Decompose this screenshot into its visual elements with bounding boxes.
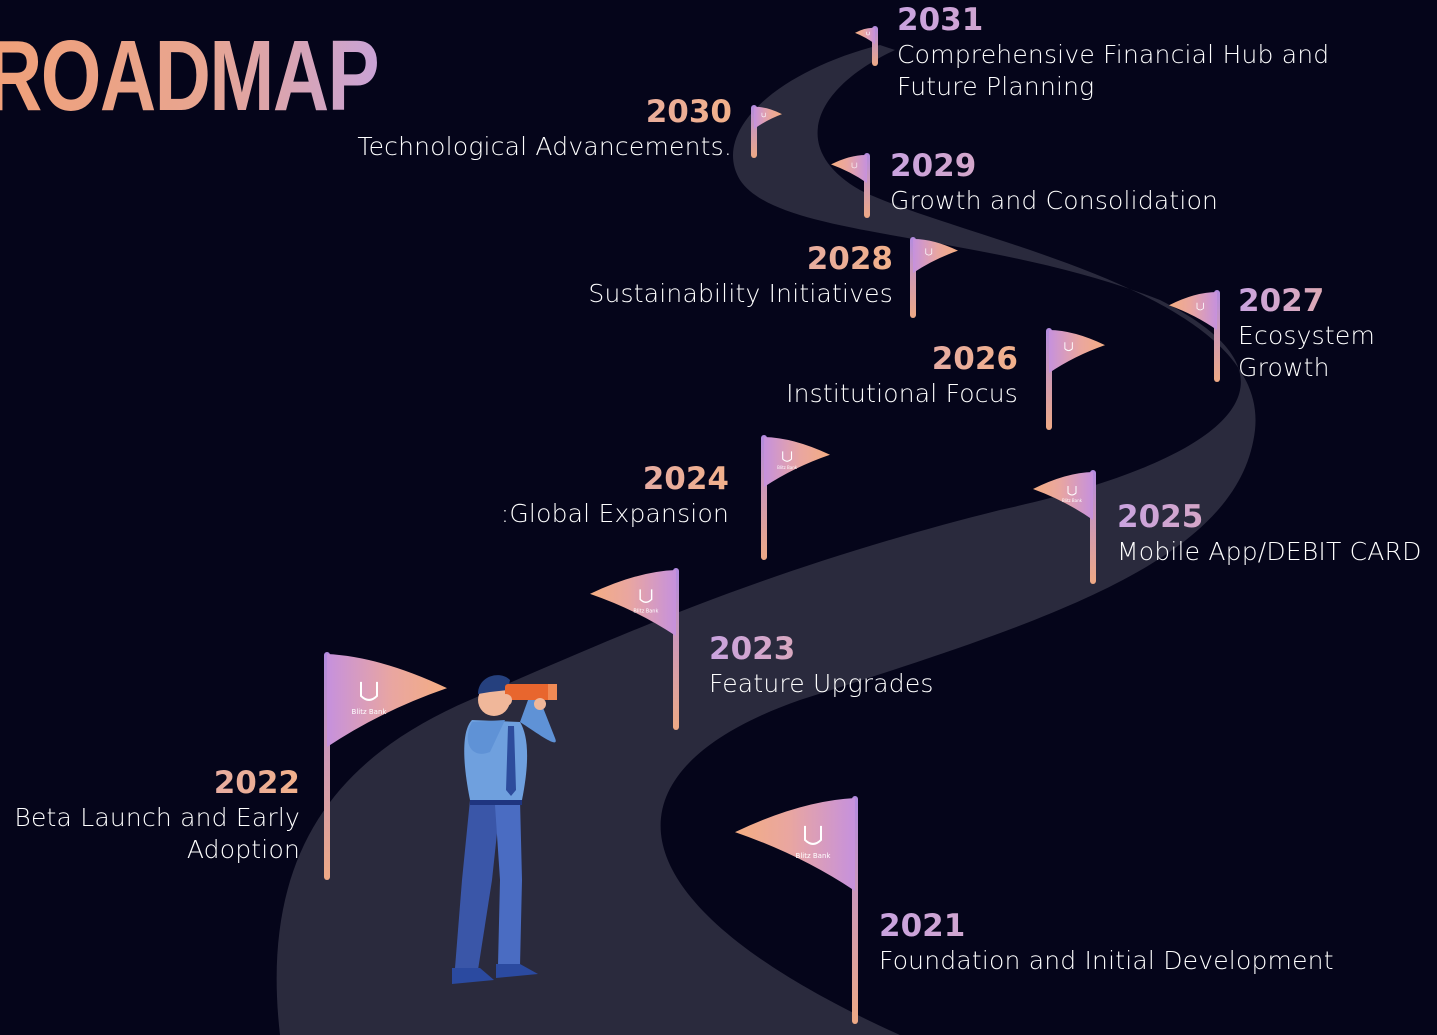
milestone-description: Comprehensive Financial Hub and Future P… [897,40,1330,101]
flag-2023-icon: Blitz Bank [590,568,679,730]
flag-logo-text: Blitz Bank [1062,498,1083,503]
blitz-bank-logo-icon [925,248,933,256]
milestone-2029: 2029 Growth and Consolidation [890,147,1218,217]
flag-banner [855,27,875,44]
blitz-bank-logo-icon [851,162,858,169]
flag-banner [913,238,958,273]
flag-2027-icon [1169,290,1220,382]
milestone-2025: 2025 Mobile App/DEBIT CARD [1117,498,1422,568]
milestone-year: 2023 [709,630,934,668]
flag-2022-icon: Blitz Bank [324,652,447,880]
flag-banner [1033,472,1093,520]
milestone-description: Institutional Focus [786,379,1018,408]
milestone-description: :Global Expansion [500,499,729,528]
milestone-year: 2030 [312,93,732,131]
milestone-year: 2031 [897,1,1397,39]
milestone-year: 2026 [718,340,1018,378]
milestone-2024: 2024 :Global Expansion [429,460,729,530]
milestone-year: 2027 [1238,282,1408,320]
flag-2021-icon: Blitz Bank [735,796,858,1024]
milestone-2031: 2031 Comprehensive Financial Hub and Fut… [897,1,1397,103]
flag-logo-text: Blitz Bank [796,852,832,860]
blitz-bank-logo-icon [804,825,822,845]
flag-banner [590,570,676,636]
blitz-bank-logo-icon [782,451,793,462]
milestone-2026: 2026 Institutional Focus [718,340,1018,410]
flag-banner [1049,330,1105,373]
blitz-bank-logo-icon [1067,486,1077,496]
flag-banner [831,154,867,183]
milestone-year: 2024 [429,460,729,498]
flag-2031-icon [855,26,878,66]
flag-banner [1169,292,1217,330]
milestone-description: Technological Advancements. [357,132,732,161]
milestone-year: 2022 [0,764,300,802]
blitz-bank-logo-icon [1064,342,1073,352]
flag-2030-icon [751,105,782,158]
blitz-bank-logo-icon [1196,302,1204,311]
blitz-bank-logo-icon [761,112,766,118]
milestone-year: 2021 [879,907,1334,945]
flag-banner [764,437,830,487]
milestone-year: 2025 [1117,498,1422,536]
flag-logo-text: Blitz Bank [777,465,798,470]
milestone-2027: 2027 Ecosystem Growth [1238,282,1408,384]
blitz-bank-logo-icon [360,681,378,701]
flag-banner [754,106,782,129]
milestone-2028: 2028 Sustainability Initiatives [553,240,893,310]
milestone-description: Sustainability Initiatives [588,279,893,308]
milestone-2022: 2022 Beta Launch and Early Adoption [0,764,300,866]
milestone-description: Foundation and Initial Development [879,946,1334,975]
milestone-description: Mobile App/DEBIT CARD [1117,537,1422,566]
flag-logo-text: Blitz Bank [352,708,388,716]
milestone-description: Feature Upgrades [709,669,934,698]
milestone-2023: 2023 Feature Upgrades [709,630,934,700]
milestone-year: 2028 [553,240,893,278]
flag-2025-icon: Blitz Bank [1033,470,1096,584]
flag-2029-icon [831,153,870,218]
page-title: ROADMAP [0,26,380,126]
milestone-description: Ecosystem Growth [1238,321,1376,382]
flag-2024-icon: Blitz Bank [761,435,830,560]
milestone-2021: 2021 Foundation and Initial Development [879,907,1334,977]
milestone-description: Growth and Consolidation [890,186,1219,215]
milestone-2030: 2030 Technological Advancements. [312,93,732,163]
flag-banner [735,798,855,891]
man-with-binoculars-icon [452,675,557,984]
milestone-year: 2029 [890,147,1218,185]
flag-logo-text: Blitz Bank [633,608,658,614]
blitz-bank-logo-icon [639,589,653,604]
milestone-description: Beta Launch and Early Adoption [14,803,300,864]
flag-2026-icon [1046,328,1105,430]
flag-banner [327,654,447,747]
flag-2028-icon [910,237,958,318]
blitz-bank-logo-icon [866,31,870,36]
